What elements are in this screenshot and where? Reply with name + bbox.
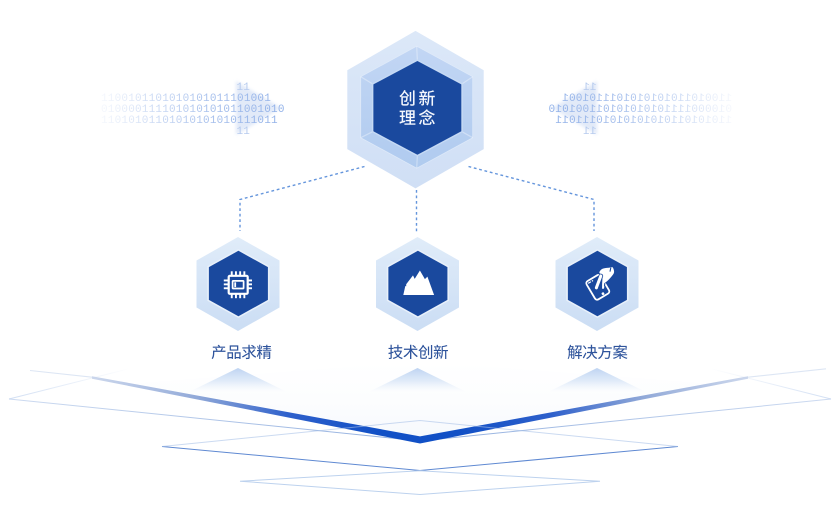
svg-text:1100101101010101011101001: 1100101101010101011101001: [101, 93, 271, 105]
svg-text:11010101101010101010111011: 11010101101010101010111011: [101, 115, 278, 127]
svg-text:010000111101010101011001010: 010000111101010101011001010: [548, 104, 732, 116]
svg-text:010000111101010101011001010: 010000111101010101011001010: [101, 104, 285, 116]
svg-text:11: 11: [583, 126, 597, 138]
svg-text:11010101101010101010111011: 11010101101010101010111011: [555, 115, 732, 127]
svg-text:11: 11: [237, 126, 251, 138]
svg-text:1100101101010101011101001: 1100101101010101011101001: [562, 93, 732, 105]
svg-text:11: 11: [237, 82, 251, 94]
svg-text:11: 11: [583, 82, 597, 94]
